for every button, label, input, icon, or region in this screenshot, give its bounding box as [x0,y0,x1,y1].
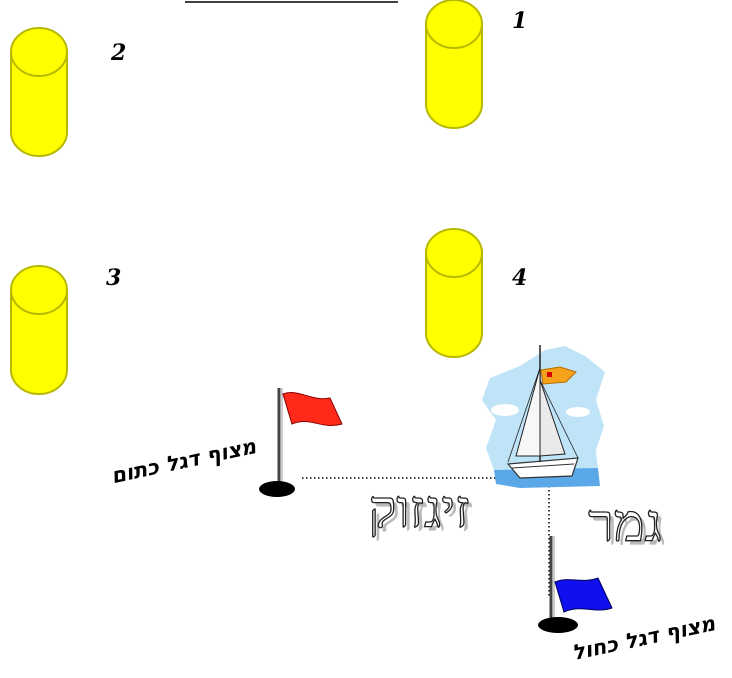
finish-word: גמר גמר [588,493,666,558]
buoy-2-number: 2 [110,40,126,66]
buoy-4 [425,228,483,358]
buoy-3 [10,265,68,395]
tack-word: זיגזוק זיגזוק [368,479,474,544]
finish-flag-buoy [538,536,613,633]
tack-word-text: זיגזוק [369,480,470,540]
sailboat-icon [482,345,605,488]
buoy-2 [10,27,68,157]
start-flag-label: מצוף דגל כתום [109,434,259,488]
start-flag-buoy [259,388,343,497]
orange-flag-icon [282,392,343,426]
buoy-1-number: 1 [512,8,527,34]
tack-word-shadow: זיגזוק [373,484,474,544]
buoy-3-number: 3 [106,265,121,291]
blue-flag-icon [554,577,613,613]
buoy-1 [425,0,483,129]
finish-flag-label: מצוף דגל כחול [570,611,718,665]
finish-word-text: גמר [588,494,662,554]
buoy-4-number: 4 [512,265,527,291]
masthead-flag-icon [540,366,577,385]
finish-word-shadow: גמר [592,498,666,558]
